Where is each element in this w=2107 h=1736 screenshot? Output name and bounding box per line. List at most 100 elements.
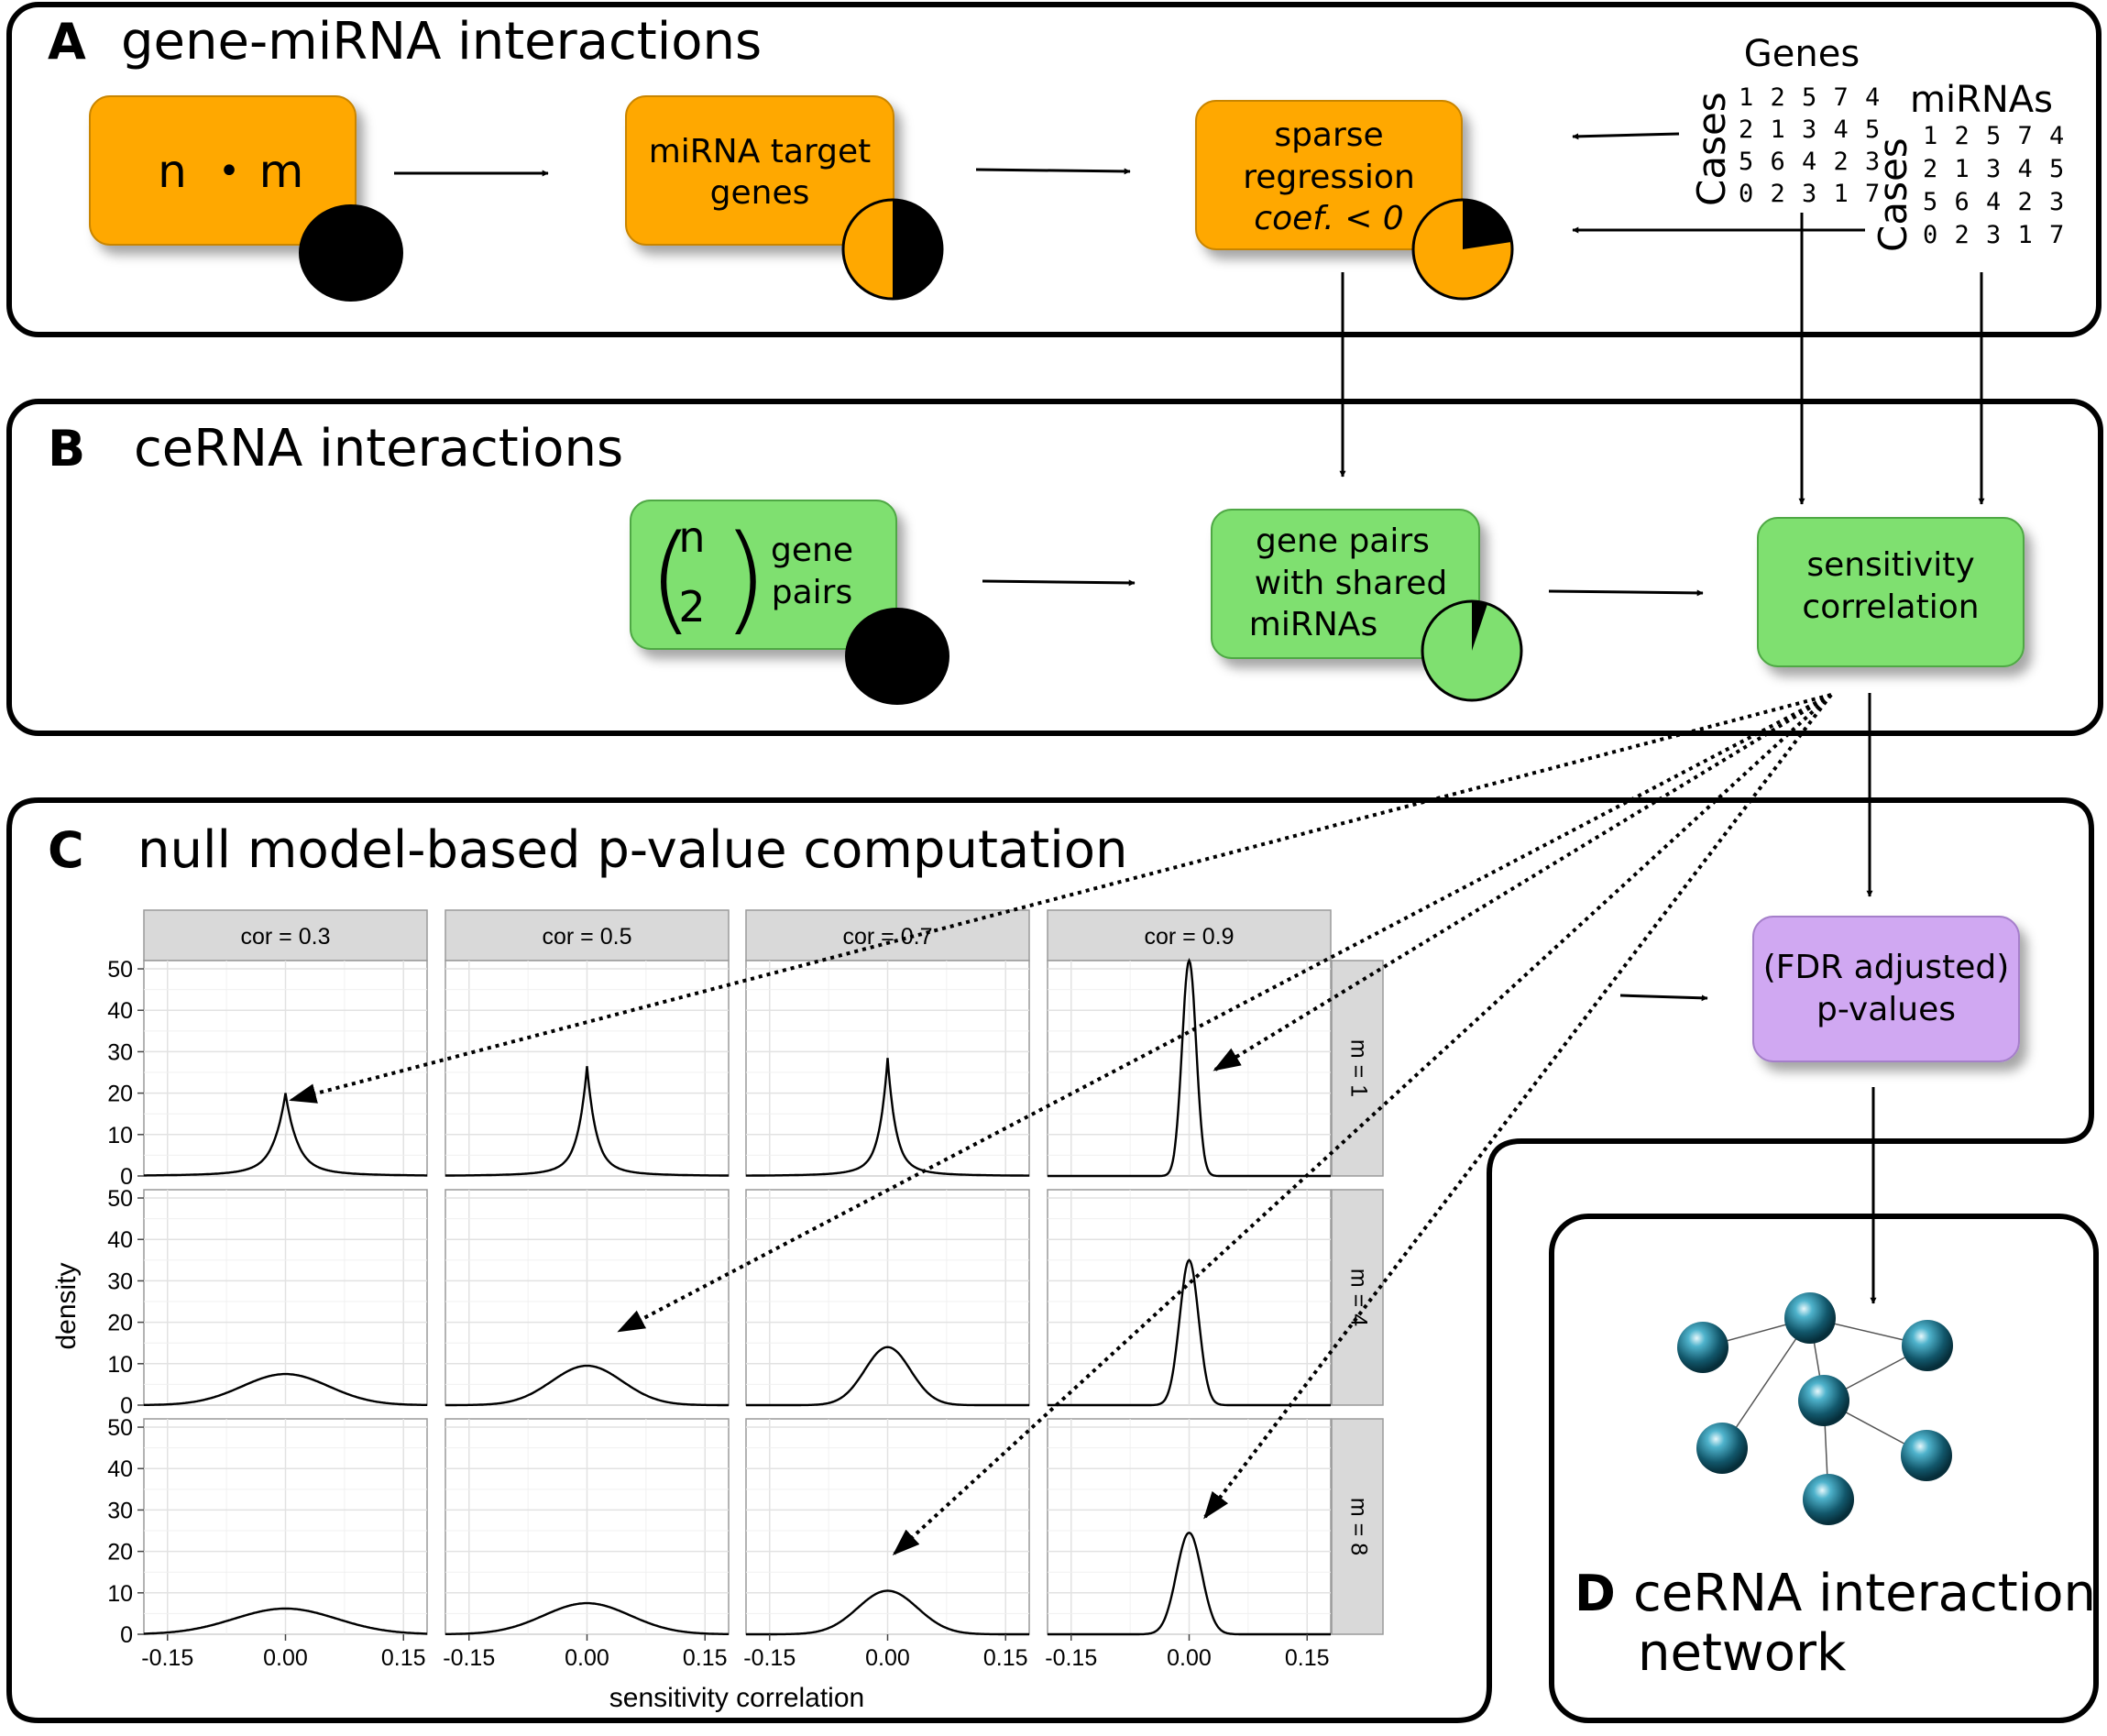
density-curve	[1048, 1532, 1331, 1636]
y-tick-label: 50	[107, 1415, 133, 1441]
y-tick-label: 0	[120, 1164, 133, 1190]
mirnas-row-4: 0 2 3 1 7	[1923, 221, 2065, 249]
dotted-arrow-cor09-m1	[1213, 693, 1833, 1071]
arrow-null-to-pvalues	[1619, 994, 1708, 1002]
dotted-arrow-cor03-m1	[289, 693, 1832, 1104]
facet-panel	[745, 1418, 1030, 1635]
y-tick-label: 0	[120, 1622, 133, 1648]
panel-c-frame	[6, 797, 2094, 1723]
y-tick-label: 40	[107, 1227, 133, 1253]
sensitivity-line2: correlation	[1802, 588, 1979, 626]
y-tick-label: 10	[107, 1123, 133, 1148]
y-axis-label: density	[51, 1262, 82, 1349]
y-tick-label: 20	[107, 1082, 133, 1107]
mirnas-matrix-title: miRNAs	[1910, 79, 2053, 121]
y-tick-label: 50	[107, 1186, 133, 1212]
x-tick-label: -0.15	[743, 1645, 796, 1671]
x-tick-label: 0.00	[1167, 1645, 1212, 1671]
density-curve	[144, 1372, 427, 1406]
y-tick-label: 10	[107, 1352, 133, 1378]
pvalues-line2: p-values	[1816, 991, 1956, 1028]
mirnas-row-1: 1 2 5 7 4	[1923, 122, 2065, 150]
targets-line1: miRNA target	[649, 133, 872, 170]
row-strip-bg	[1331, 1418, 1384, 1635]
network-node-1	[1677, 1322, 1728, 1373]
density-curve	[1048, 957, 1331, 1178]
col-strip-label: cor = 0.3	[241, 924, 331, 950]
facet-panel	[444, 1418, 730, 1635]
network-node-5	[1696, 1423, 1748, 1474]
x-tick-label: 0.00	[565, 1645, 609, 1671]
nm-left: n	[158, 145, 187, 198]
arrow-shared-to-sensitivity	[1548, 589, 1704, 597]
mirna-targets-box: miRNA target genes	[625, 95, 944, 301]
pairs-line2: pairs	[772, 574, 852, 611]
network-node-4	[1798, 1375, 1849, 1426]
panel-c-letter: C	[48, 821, 84, 879]
genes-matrix-side: Cases	[1689, 92, 1734, 206]
x-tick-label: 0.15	[381, 1645, 426, 1671]
genes-row-2: 2 1 3 4 5	[1739, 115, 1881, 144]
density-curve	[445, 1066, 729, 1177]
facet-panel	[1047, 1418, 1332, 1635]
network-node-3	[1902, 1320, 1953, 1371]
arrow-genes-to-sparse	[1572, 132, 1680, 140]
x-tick-label: -0.15	[443, 1645, 495, 1671]
col-strip-label: cor = 0.5	[543, 924, 632, 950]
y-tick-label: 20	[107, 1311, 133, 1336]
network-node-7	[1803, 1474, 1854, 1525]
density-curve	[445, 1601, 729, 1635]
facet-panel	[143, 1189, 428, 1406]
col-strip-label: cor = 0.9	[1145, 924, 1235, 950]
shared-line1: gene pairs	[1256, 522, 1430, 560]
facet-panel	[1047, 960, 1332, 1177]
row-strip-bg	[1331, 1189, 1384, 1406]
col-strip-bg	[444, 909, 730, 961]
network-node-2	[1784, 1292, 1836, 1344]
panel-b-title: ceRNA interactions	[134, 419, 623, 478]
y-tick-label: 30	[107, 1269, 133, 1294]
x-tick-label: -0.15	[141, 1645, 193, 1671]
row-strip-label: m = 8	[1345, 1498, 1371, 1555]
sensitivity-correlation-box: sensitivity correlation	[1757, 517, 2025, 667]
y-tick-label: 0	[120, 1393, 133, 1419]
sparse-line1: sparse	[1274, 116, 1383, 154]
pvalues-line1: (FDR adjusted)	[1763, 949, 2010, 986]
panel-b-frame	[6, 399, 2103, 736]
facet-panel	[143, 960, 428, 1177]
sparse-line3: coef. < 0	[1254, 200, 1403, 237]
panel-d-frame	[1549, 1214, 2099, 1723]
genes-row-3: 5 6 4 2 3	[1739, 148, 1881, 176]
col-strip-bg	[1047, 909, 1332, 961]
col-strip-bg	[745, 909, 1030, 961]
panel-a-frame	[6, 2, 2102, 337]
y-tick-label: 50	[107, 957, 133, 983]
sensitivity-line1: sensitivity	[1806, 546, 1974, 584]
network-graph	[1677, 1292, 1953, 1525]
full-pie-icon	[299, 204, 403, 302]
x-tick-label: 0.15	[1285, 1645, 1330, 1671]
y-tick-label: 30	[107, 1498, 133, 1523]
mirnas-row-3: 5 6 4 2 3	[1923, 188, 2065, 216]
pairs-line1: gene	[771, 532, 853, 569]
x-tick-label: 0.00	[263, 1645, 308, 1671]
nm-dot: •	[218, 150, 240, 192]
targets-line2: genes	[710, 174, 810, 212]
shared-line2: with shared	[1255, 565, 1447, 602]
sparse-line2: regression	[1243, 159, 1415, 196]
x-tick-label: 0.15	[983, 1645, 1028, 1671]
null-model-dotted-arrows	[289, 693, 1833, 1556]
binom-left-paren: (	[648, 511, 694, 647]
y-tick-label: 40	[107, 1456, 133, 1482]
density-curve	[445, 1364, 729, 1407]
panel-a-letter: A	[48, 13, 86, 71]
small-slice-pie-icon	[1421, 599, 1523, 702]
genes-row-1: 1 2 5 7 4	[1739, 83, 1881, 112]
genes-matrix-title: Genes	[1744, 33, 1860, 75]
density-facet-grid: cor = 0.3 cor = 0.5 cor = 0.7 cor = 0.9 m = …	[107, 909, 1384, 1671]
col-strip-label: cor = 0.7	[843, 924, 933, 950]
col-strip-bg	[143, 909, 428, 961]
x-axis-label: sensitivity correlation	[609, 1683, 864, 1713]
network-node-6	[1901, 1430, 1952, 1481]
